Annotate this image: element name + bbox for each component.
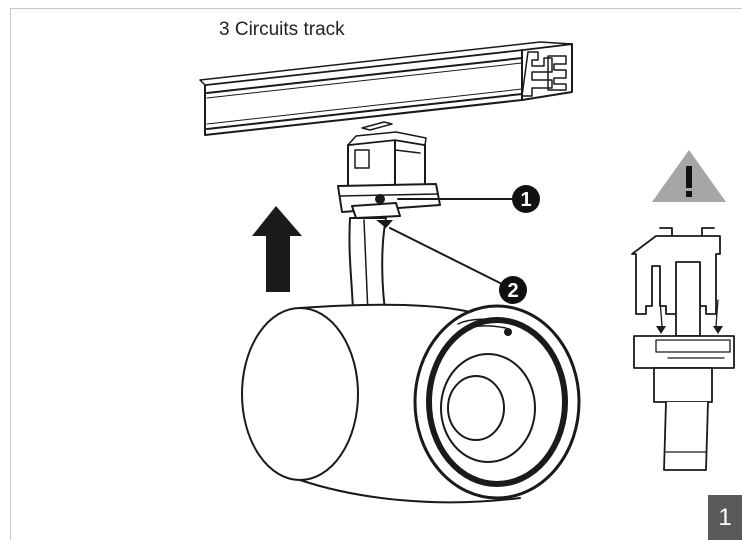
- callout-1-badge: 1: [512, 185, 540, 213]
- warning-icon: [652, 150, 726, 202]
- track-rail: [199, 41, 573, 136]
- frame-left-border: [10, 8, 11, 540]
- luminaire-body: [241, 303, 581, 506]
- callout-2-number: 2: [507, 280, 518, 302]
- up-arrow-icon: [252, 206, 302, 292]
- callout-2-leader: [389, 227, 503, 285]
- page-number-badge: 1: [708, 495, 742, 540]
- callout-2-badge: 2: [499, 276, 527, 304]
- luminaire-stem: [348, 217, 393, 319]
- track-title: 3 Circuits track: [219, 19, 345, 40]
- frame-top-border: [10, 8, 742, 9]
- callout-1-number: 1: [520, 189, 531, 211]
- track-adaptor: [337, 121, 441, 219]
- cross-section-detail: [631, 227, 735, 471]
